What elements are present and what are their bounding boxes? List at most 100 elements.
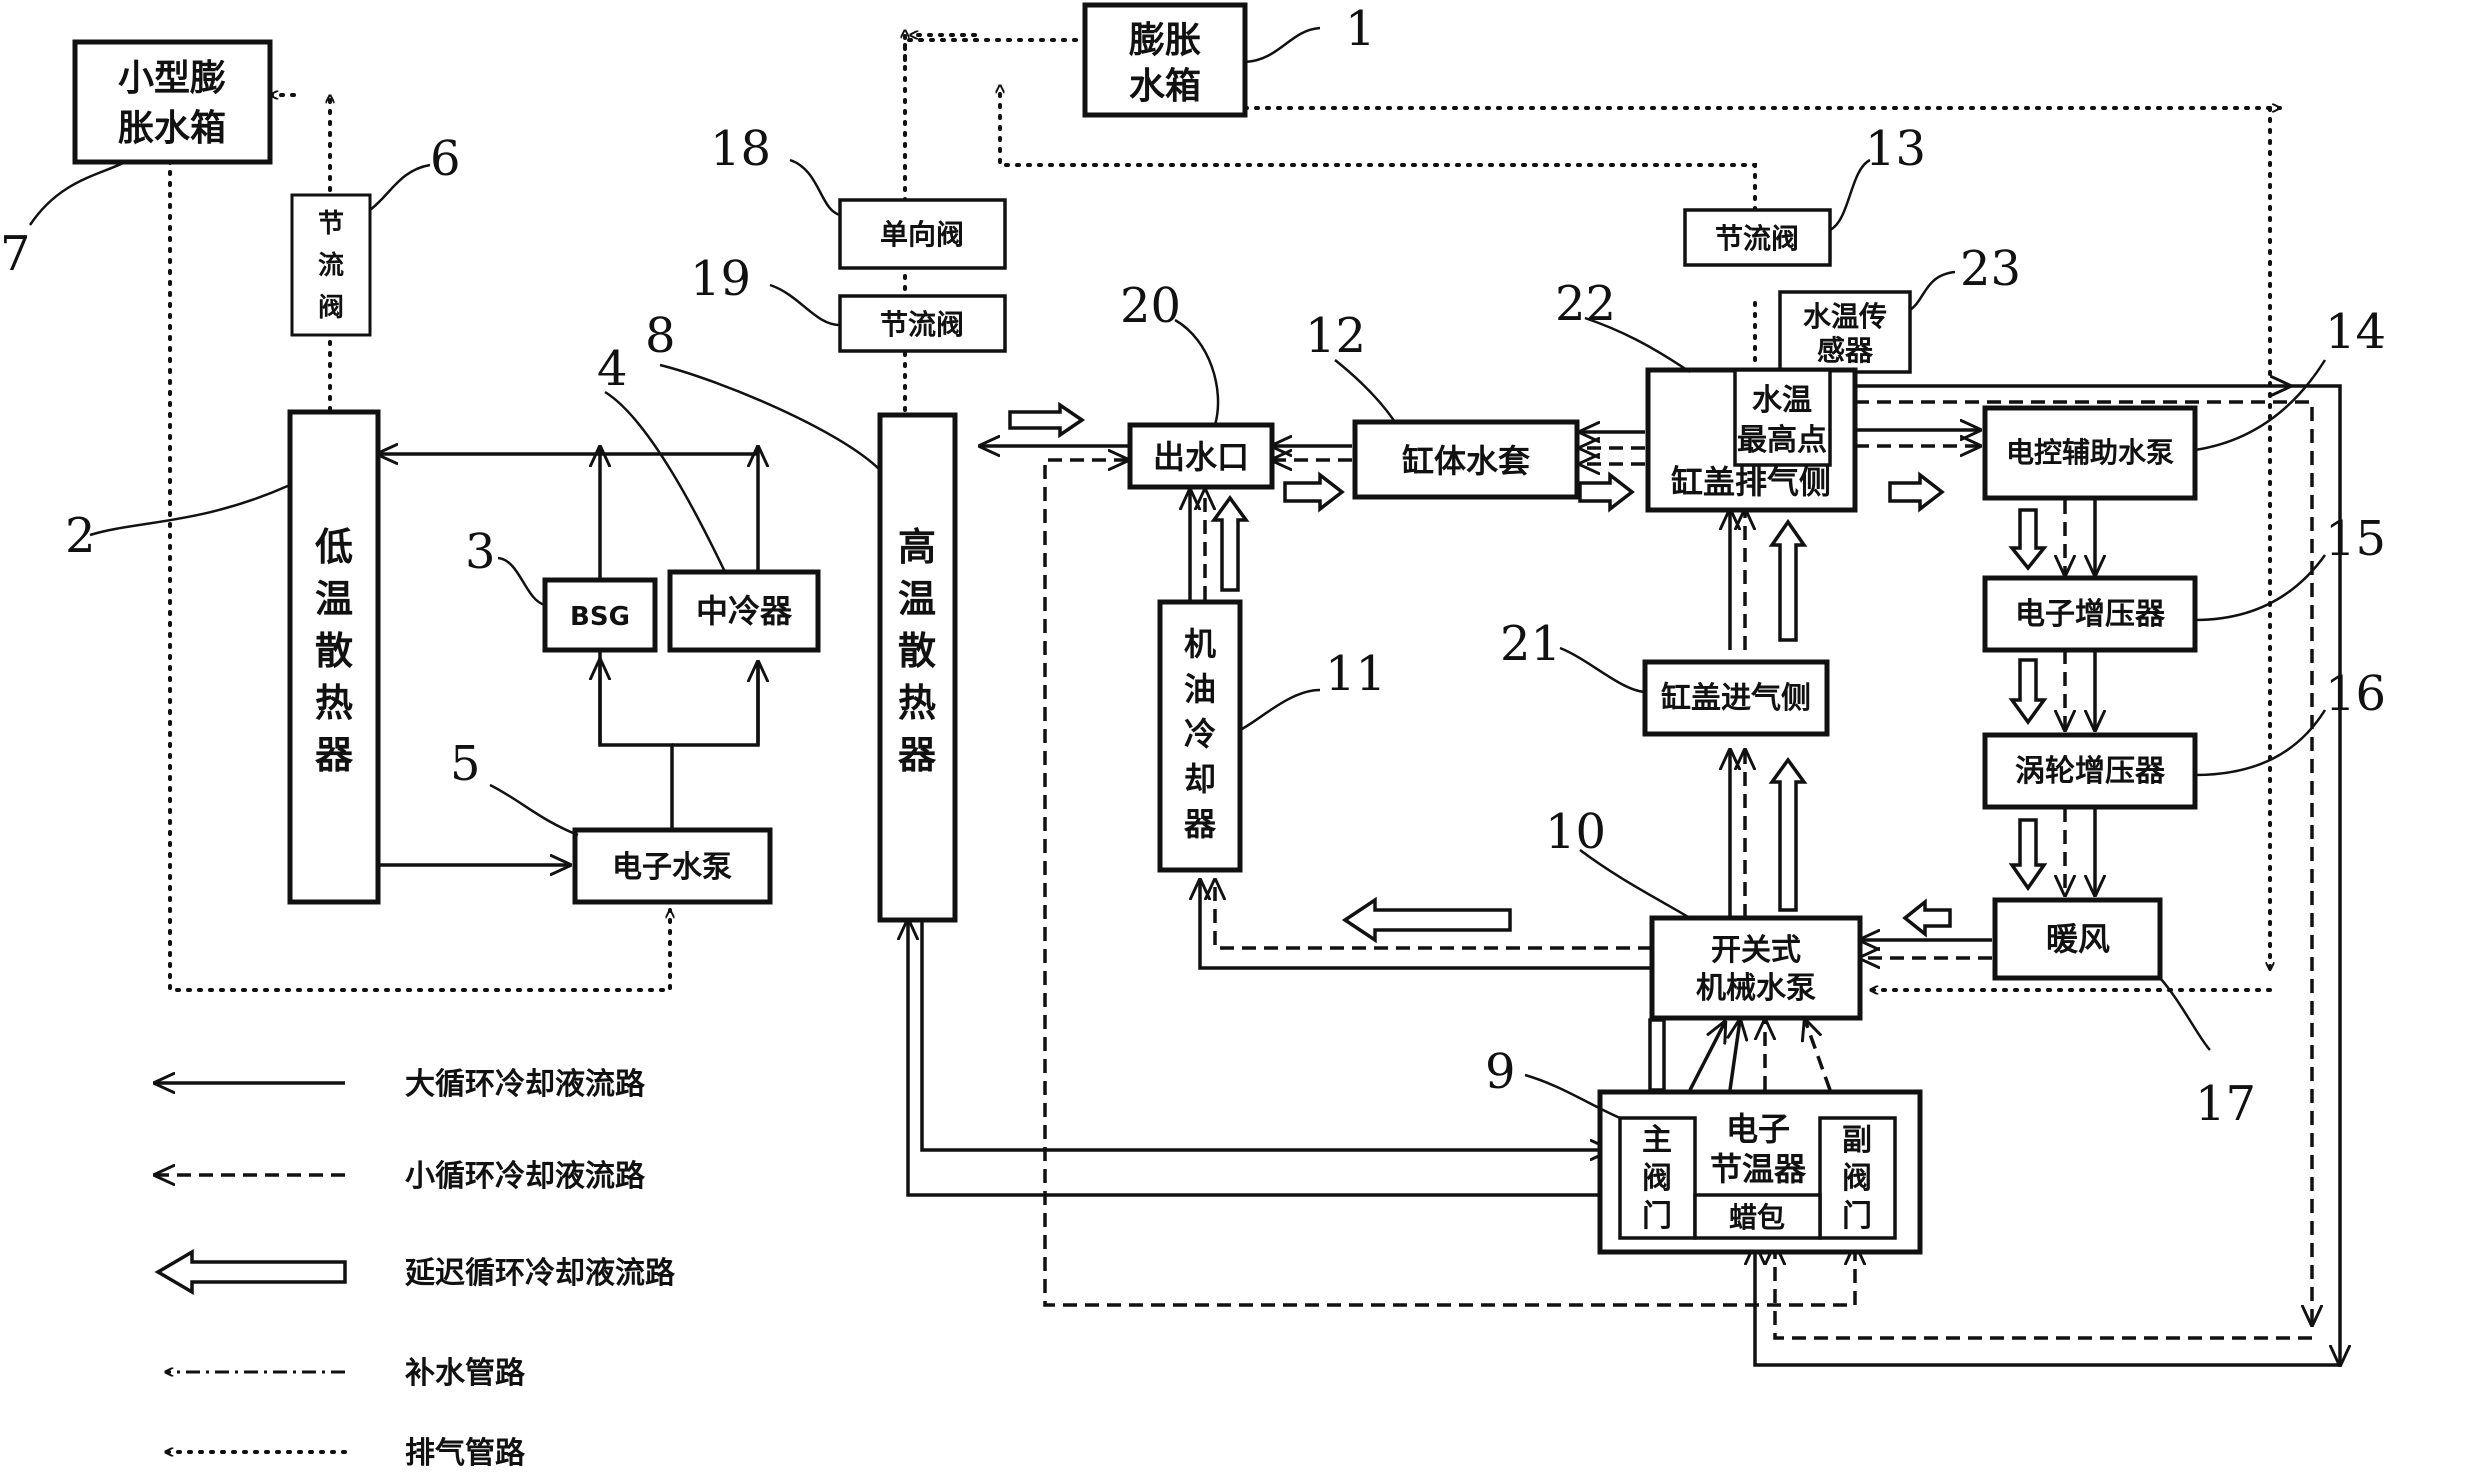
wax-element-label: 蜡包 <box>1729 1201 1785 1234</box>
throttle-valve-6-line-2: 流 <box>318 251 344 281</box>
ref-num-21: 21 <box>1500 616 1561 672</box>
throttle-valve-6-line-3: 阀 <box>318 293 344 323</box>
ref-num-14: 14 <box>2325 304 2386 360</box>
high-temp-radiator-line-2: 温 <box>898 577 936 621</box>
check-valve-18-label: 单向阀 <box>880 218 964 251</box>
electric-water-pump-label: 电子水泵 <box>612 850 732 885</box>
legend-solid: 大循环冷却液流路 <box>155 1067 646 1102</box>
ref-num-8: 8 <box>645 308 676 364</box>
ref-num-12: 12 <box>1305 308 1366 364</box>
electronic-thermostat-line-2: 节温器 <box>1710 1150 1807 1188</box>
electronic-thermostat: 电子 节温器 主 阀 门 副 阀 门 蜡包 <box>1597 1089 1923 1255</box>
high-temp-radiator-line-3: 散 <box>898 629 936 673</box>
water-outlet: 出水口 <box>1127 422 1275 490</box>
cylinder-block-jacket: 缸体水套 <box>1352 419 1580 500</box>
oil-cooler: 机 油 冷 却 器 <box>1157 599 1243 873</box>
electric-auxiliary-pump-label: 电控辅助水泵 <box>2006 436 2174 469</box>
cylinder-head-intake-side-label: 缸盖进气侧 <box>1661 681 1811 716</box>
heater-core-label: 暖风 <box>2046 920 2110 958</box>
ref-num-6: 6 <box>430 131 461 187</box>
delay-flow-arrows <box>1008 401 2048 944</box>
ref-num-18: 18 <box>710 121 771 177</box>
reference-numbers: 1 2 3 4 5 6 7 8 9 10 11 12 13 14 15 16 1 <box>0 1 2386 1132</box>
legend-solid-label: 大循环冷却液流路 <box>405 1067 646 1102</box>
secondary-valve-line-3: 门 <box>1842 1199 1872 1234</box>
electric-supercharger-label: 电子增压器 <box>2015 597 2166 632</box>
water-temp-sensor-line-2: 感器 <box>1817 334 1874 367</box>
oil-cooler-line-4: 却 <box>1184 760 1216 798</box>
ref-num-2: 2 <box>65 508 96 564</box>
cylinder-block-jacket-label: 缸体水套 <box>1402 442 1530 480</box>
expansion-tank-line-1: 膨胀 <box>1129 20 1201 61</box>
legend-dotted-label: 排气管路 <box>405 1436 526 1471</box>
ref-num-13: 13 <box>1865 121 1926 177</box>
switchable-mechanical-water-pump: 开关式 机械水泵 <box>1649 915 1863 1021</box>
oil-cooler-line-5: 器 <box>1183 805 1217 843</box>
legend-dotted: 排气管路 <box>163 1436 526 1471</box>
legend-hollow-label: 延迟循环冷却液流路 <box>404 1256 676 1291</box>
throttle-valve-19-label: 节流阀 <box>880 308 964 341</box>
ref-num-1: 1 <box>1345 1 1376 57</box>
low-temp-radiator-line-4: 热 <box>315 681 353 725</box>
high-temp-radiator-line-4: 热 <box>898 681 936 725</box>
ref-num-9: 9 <box>1485 1044 1516 1100</box>
ref-num-15: 15 <box>2325 511 2386 567</box>
oil-cooler-line-2: 油 <box>1184 670 1216 708</box>
legend: 大循环冷却液流路 小循环冷却液流路 延迟循环冷却液流路 补水管路 排气管路 <box>155 1067 676 1471</box>
small-expansion-tank-line-1: 小型膨 <box>118 58 226 99</box>
water-outlet-label: 出水口 <box>1153 438 1249 476</box>
electronic-thermostat-line-1: 电子 <box>1726 1110 1790 1148</box>
ref-num-23: 23 <box>1960 241 2021 297</box>
legend-dashdot-label: 补水管路 <box>405 1356 526 1391</box>
ref-num-17: 17 <box>2195 1076 2256 1132</box>
low-temp-radiator-line-1: 低 <box>315 525 353 569</box>
oil-cooler-line-3: 冷 <box>1184 715 1216 753</box>
cylinder-head-intake-side: 缸盖进气侧 <box>1642 659 1830 737</box>
low-temp-radiator-line-3: 散 <box>315 629 353 673</box>
throttle-valve-19: 节流阀 <box>838 294 1007 353</box>
small-expansion-tank: 小型膨 胀水箱 <box>72 39 273 165</box>
throttle-valve-6: 节 流 阀 <box>290 193 372 337</box>
cylinder-head-exhaust-side: 水温 最高点 缸盖排气侧 <box>1645 367 1858 513</box>
throttle-valve-6-line-1: 节 <box>318 209 344 239</box>
ref-num-4: 4 <box>597 341 628 397</box>
electric-water-pump: 电子水泵 <box>572 827 773 905</box>
low-temp-radiator-line-5: 器 <box>315 733 354 777</box>
ref-num-20: 20 <box>1120 278 1181 334</box>
legend-dashed-label: 小循环冷却液流路 <box>405 1159 646 1194</box>
heater-core: 暖风 <box>1992 897 2163 981</box>
secondary-valve-line-1: 副 <box>1842 1123 1872 1158</box>
ref-num-7: 7 <box>0 226 31 282</box>
throttle-valve-13-label: 节流阀 <box>1715 222 1799 255</box>
secondary-valve-line-2: 阀 <box>1842 1161 1872 1196</box>
electric-supercharger: 电子增压器 <box>1982 575 2198 653</box>
check-valve-18: 单向阀 <box>838 198 1007 270</box>
legend-hollow-swatch <box>154 1248 347 1296</box>
bsg: BSG <box>542 577 658 653</box>
ref-num-3: 3 <box>465 524 496 580</box>
main-valve-line-1: 主 <box>1642 1123 1672 1158</box>
ref-num-5: 5 <box>450 736 481 792</box>
oil-cooler-line-1: 机 <box>1184 625 1216 663</box>
cylinder-head-exhaust-side-label: 缸盖排气侧 <box>1671 463 1831 501</box>
high-temp-radiator-line-1: 高 <box>898 525 936 569</box>
bsg-label: BSG <box>570 602 630 632</box>
low-temp-radiator-line-2: 温 <box>315 577 353 621</box>
legend-dashdot: 补水管路 <box>165 1356 526 1391</box>
electric-auxiliary-pump: 电控辅助水泵 <box>1982 405 2198 501</box>
turbocharger: 涡轮增压器 <box>1982 732 2198 810</box>
hottest-point-line-2: 最高点 <box>1737 423 1827 458</box>
throttle-valve-13: 节流阀 <box>1683 208 1832 267</box>
ref-num-22: 22 <box>1555 276 1616 332</box>
intercooler: 中冷器 <box>667 569 821 653</box>
small-expansion-tank-line-2: 胀水箱 <box>118 108 226 149</box>
mechanical-pump-line-2: 机械水泵 <box>1696 971 1816 1006</box>
ref-num-11: 11 <box>1325 646 1386 702</box>
hottest-point-line-1: 水温 <box>1752 383 1812 418</box>
high-temp-radiator-line-5: 器 <box>898 733 937 777</box>
turbocharger-label: 涡轮增压器 <box>2015 754 2166 789</box>
ref-num-16: 16 <box>2325 666 2386 722</box>
expansion-tank: 膨胀 水箱 <box>1082 2 1248 118</box>
water-temp-sensor-line-1: 水温传 <box>1803 300 1887 333</box>
